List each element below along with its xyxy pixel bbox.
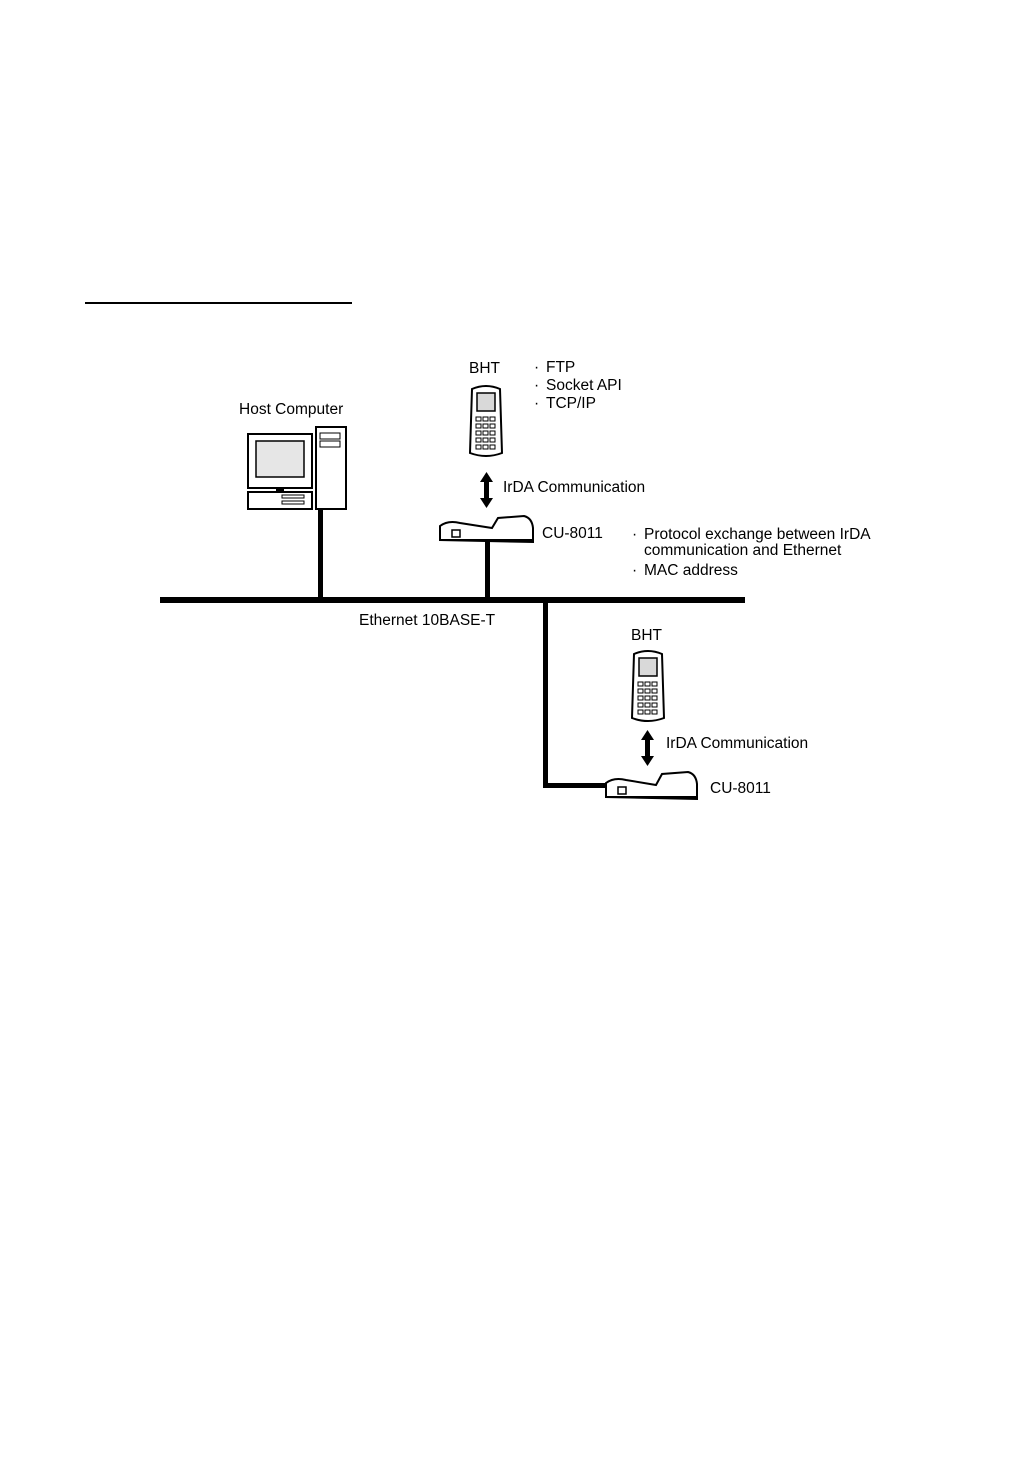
host-drop-line — [318, 508, 323, 600]
ethernet-label: Ethernet 10BASE-T — [359, 612, 495, 629]
bht-top-icon — [470, 386, 502, 456]
irda-top-label: IrDA Communication — [503, 479, 645, 496]
bht-top-label: BHT — [469, 360, 500, 377]
cu-bottom-feed-line — [543, 783, 613, 788]
bht-feature-item: FTP — [534, 359, 575, 376]
ethernet-bus-line — [160, 597, 745, 603]
cu-top-icon — [440, 516, 533, 542]
bht-feature-item: TCP/IP — [534, 395, 596, 412]
irda-bottom-label: IrDA Communication — [666, 735, 808, 752]
cu-feature-item: MAC address — [632, 562, 738, 579]
host-computer-label: Host Computer — [239, 401, 343, 418]
cu-bottom-icon — [606, 772, 697, 799]
cu-bottom-drop-line — [543, 600, 548, 788]
host-computer-icon — [248, 427, 346, 509]
cu-top-drop-line — [485, 540, 490, 600]
cu-feature-item-continued: communication and Ethernet — [644, 542, 841, 559]
bht-bottom-label: BHT — [631, 627, 662, 644]
irda-top-arrow — [480, 472, 493, 508]
irda-bottom-arrow — [641, 730, 654, 766]
cu-bottom-label: CU-8011 — [710, 780, 771, 797]
bht-bottom-icon — [632, 651, 664, 721]
cu-top-label: CU-8011 — [542, 525, 603, 542]
bht-feature-item: Socket API — [534, 377, 622, 394]
cu-feature-item: Protocol exchange between IrDA — [632, 526, 871, 543]
